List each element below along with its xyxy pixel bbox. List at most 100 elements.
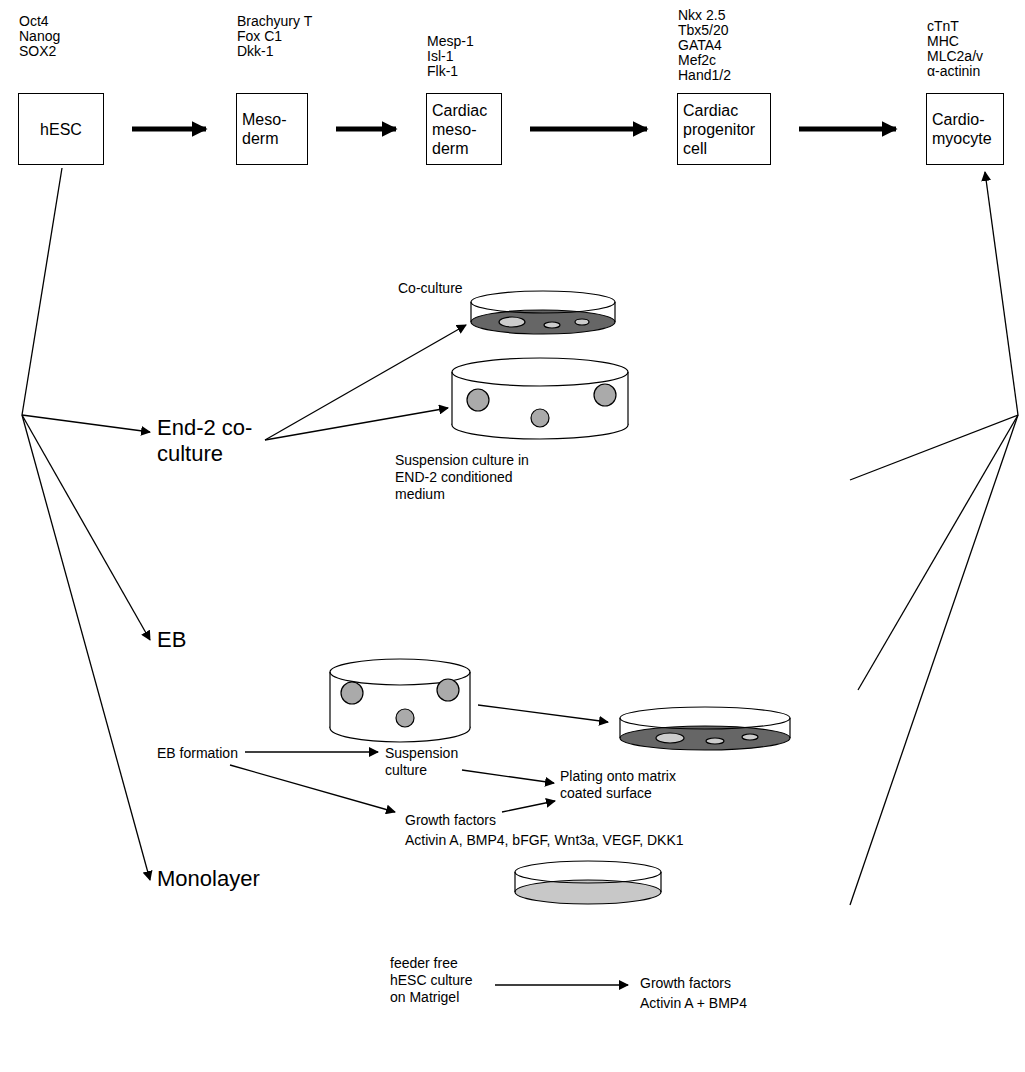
stage-box: Mesp-1Isl-1Flk-1Cardiac meso- derm: [426, 93, 502, 165]
marker-gene: Mesp-1: [427, 34, 474, 49]
flow-arrow: [336, 127, 396, 132]
suspension-dish-part: [452, 358, 628, 386]
method-label: EB formation: [157, 745, 238, 762]
method-label: Growth factors: [405, 812, 496, 829]
method-arrows-part: [502, 801, 555, 812]
plating-dish-part: [706, 738, 724, 744]
coculture-dish-part: [499, 317, 525, 327]
method-label: Monolayer: [157, 866, 260, 892]
method-label: feeder free hESC culture on Matrigel: [390, 955, 480, 1005]
monolayer-dish-part: [514, 872, 515, 892]
marker-gene: SOX2: [19, 44, 60, 59]
stage-name: Cardiac meso- derm: [432, 101, 496, 158]
method-arrows-part: [230, 765, 395, 812]
stage-name: Cardio- myocyte: [932, 110, 998, 148]
stage-name: hESC: [40, 120, 82, 139]
fan-lines-part: [22, 168, 62, 415]
plating-dish-part: [742, 734, 758, 740]
method-arrows-part: [495, 984, 628, 985]
marker-gene: Tbx5/20: [678, 23, 731, 38]
method-arrows-part: [462, 770, 554, 783]
plating-dish-part: [789, 718, 790, 738]
method-label: Growth factors: [640, 975, 731, 992]
marker-gene: Fox C1: [237, 29, 312, 44]
stage-box: Brachyury TFox C1Dkk-1Meso- derm: [236, 93, 308, 165]
method-arrows-part: [478, 705, 608, 722]
stage-name: Cardiac progenitor cell: [683, 101, 765, 158]
eb-suspension-dish-part: [469, 672, 470, 728]
marker-gene: α-actinin: [927, 64, 983, 79]
method-label: Activin A, BMP4, bFGF, Wnt3a, VEGF, DKK1: [405, 832, 684, 849]
marker-gene: MHC: [927, 34, 983, 49]
eb-suspension-dish: [330, 659, 470, 742]
suspension-dish-part: [467, 389, 489, 411]
marker-gene: GATA4: [678, 38, 731, 53]
marker-gene: Mef2c: [678, 53, 731, 68]
plating-dish-part: [620, 707, 790, 729]
stage-box: Oct4NanogSOX2hESC: [18, 93, 104, 165]
coculture-dish-part: [614, 302, 615, 322]
method-label: Co-culture: [398, 280, 463, 297]
stage-name: Meso- derm: [242, 110, 302, 148]
marker-gene: cTnT: [927, 19, 983, 34]
method-arrows-part: [265, 325, 466, 440]
marker-gene: Flk-1: [427, 64, 474, 79]
marker-list: Brachyury TFox C1Dkk-1: [237, 14, 312, 59]
eb-suspension-dish-part: [329, 672, 330, 728]
suspension-dish: [452, 358, 628, 439]
suspension-dish-part: [627, 372, 628, 425]
eb-suspension-dish-part: [341, 682, 363, 704]
converge-lines: [850, 172, 1018, 905]
method-label: Suspension culture in END-2 conditioned …: [395, 452, 545, 502]
fan-lines: [22, 168, 150, 880]
suspension-dish-part: [594, 384, 616, 406]
stage-box: Nkx 2.5Tbx5/20GATA4Mef2cHand1/2Cardiac p…: [677, 93, 771, 165]
stage-box: cTnTMHCMLC2a/vα-actininCardio- myocyte: [926, 93, 1004, 165]
coculture-dish-part: [471, 291, 615, 313]
marker-gene: MLC2a/v: [927, 49, 983, 64]
coculture-dish: [471, 291, 615, 334]
coculture-dish-part: [470, 302, 471, 322]
method-label: Suspension culture: [385, 745, 465, 779]
suspension-dish-part: [451, 372, 452, 425]
converge-lines-part: [850, 415, 1018, 480]
plating-dish: [620, 707, 790, 750]
converge-lines-part: [985, 172, 1018, 415]
flow-arrow: [799, 127, 896, 132]
marker-gene: Brachyury T: [237, 14, 312, 29]
marker-list: cTnTMHCMLC2a/vα-actinin: [927, 19, 983, 79]
suspension-dish-part: [531, 409, 549, 427]
marker-list: Nkx 2.5Tbx5/20GATA4Mef2cHand1/2: [678, 8, 731, 83]
eb-suspension-dish-part: [396, 709, 414, 727]
fan-lines-part: [22, 415, 150, 640]
coculture-dish-part: [544, 322, 560, 328]
method-label: Activin A + BMP4: [640, 995, 747, 1012]
monolayer-dish-part: [660, 872, 661, 892]
fan-lines-part: [22, 415, 150, 880]
eb-suspension-dish-part: [330, 672, 470, 728]
monolayer-dish: [515, 861, 661, 904]
flow-arrow: [132, 127, 206, 132]
marker-list: Oct4NanogSOX2: [19, 14, 60, 59]
marker-gene: Dkk-1: [237, 44, 312, 59]
method-arrows-part: [265, 408, 448, 440]
method-arrows-part: [245, 751, 378, 752]
converge-lines-part: [850, 415, 1018, 905]
marker-gene: Nkx 2.5: [678, 8, 731, 23]
method-label: End-2 co-culture: [157, 415, 267, 468]
plating-dish-part: [656, 733, 684, 743]
monolayer-dish-part: [515, 861, 661, 883]
marker-gene: Nanog: [19, 29, 60, 44]
flow-arrow: [530, 127, 647, 132]
marker-gene: Oct4: [19, 14, 60, 29]
marker-gene: Hand1/2: [678, 68, 731, 83]
coculture-dish-part: [575, 319, 589, 325]
fan-lines-part: [22, 415, 150, 432]
eb-suspension-dish-part: [437, 679, 459, 701]
method-label: Plating onto matrix coated surface: [560, 768, 695, 802]
marker-gene: Isl-1: [427, 49, 474, 64]
plating-dish-part: [619, 718, 620, 738]
